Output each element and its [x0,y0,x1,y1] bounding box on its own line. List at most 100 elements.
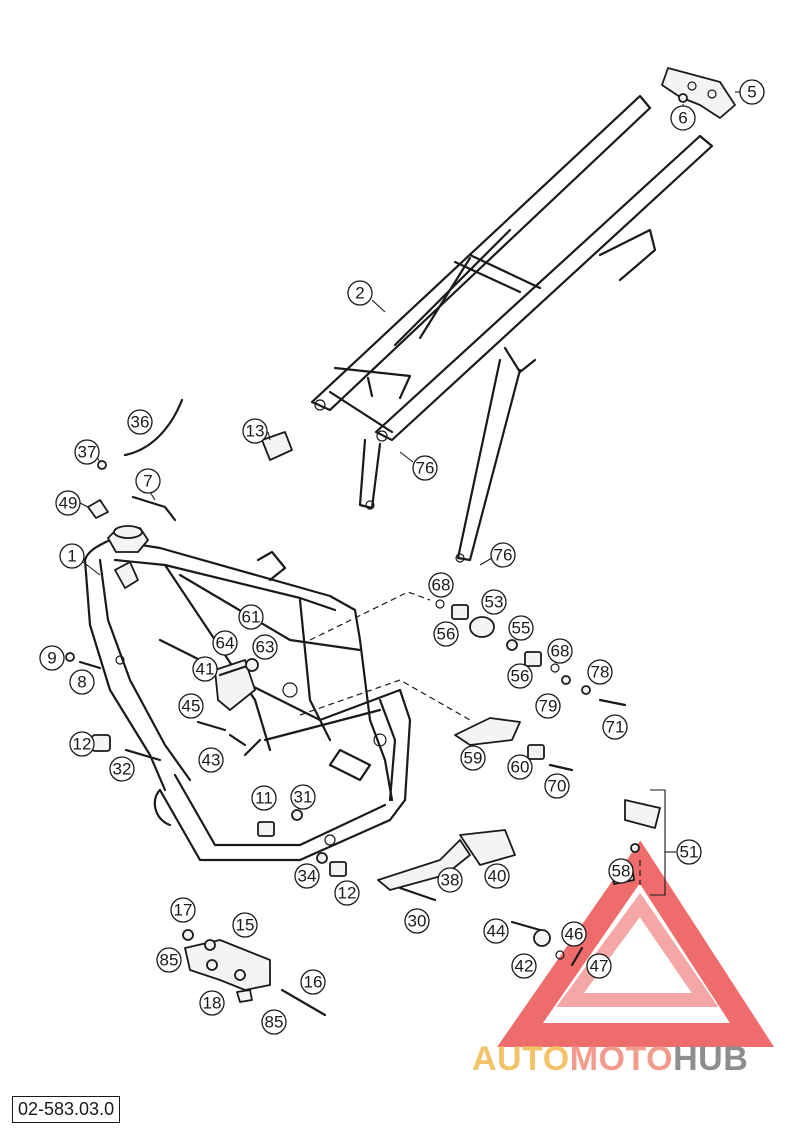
callout-37: 37 [74,439,101,465]
svg-text:42: 42 [515,957,534,976]
svg-text:17: 17 [174,901,193,920]
callout-76a: 76 [399,451,438,481]
svg-text:30: 30 [408,912,427,931]
svg-text:7: 7 [143,472,152,491]
callout-6: 6 [670,104,696,131]
callout-45: 45 [178,693,204,719]
svg-text:2: 2 [355,284,364,303]
svg-text:32: 32 [113,760,132,779]
callout-59: 59 [460,745,486,771]
svg-text:31: 31 [294,788,313,807]
svg-text:59: 59 [464,749,483,768]
svg-text:13: 13 [246,422,265,441]
callout-31: 31 [290,784,316,810]
callout-12a: 12 [69,731,95,757]
callout-41: 41 [192,656,218,682]
ref-line-lower [299,679,471,721]
svg-text:78: 78 [591,663,610,682]
svg-text:44: 44 [487,922,506,941]
callout-38: 38 [437,867,463,893]
callout-15: 15 [232,912,258,938]
ref-line-upper [309,591,431,641]
callout-51: 51 [650,789,702,896]
watermark-hub: HUB [673,1040,749,1078]
svg-text:47: 47 [590,957,609,976]
callout-76b: 76 [479,542,516,568]
callout-56b: 56 [507,663,533,689]
svg-text:12: 12 [73,735,92,754]
svg-text:41: 41 [196,660,215,679]
callout-56a: 56 [433,621,459,647]
callout-47: 47 [586,953,612,979]
rear-bracket [661,67,736,119]
svg-text:53: 53 [485,593,504,612]
callout-16: 16 [300,969,326,995]
callout-60: 60 [507,754,533,780]
callout-44: 44 [483,918,509,944]
svg-text:56: 56 [511,667,530,686]
svg-text:51: 51 [680,843,699,862]
svg-text:63: 63 [256,638,275,657]
hose-36 [123,398,184,457]
svg-text:43: 43 [202,751,221,770]
svg-text:79: 79 [539,697,558,716]
svg-text:34: 34 [298,867,317,886]
svg-text:61: 61 [242,608,261,627]
svg-text:55: 55 [512,619,531,638]
callout-34: 34 [294,863,320,889]
callout-61: 61 [238,604,264,630]
callout-42: 42 [511,953,537,979]
callout-68b: 68 [547,638,573,664]
callout-68a: 68 [428,572,454,598]
svg-text:18: 18 [203,994,222,1013]
svg-text:85: 85 [265,1013,284,1032]
callout-58: 58 [608,858,634,884]
svg-text:64: 64 [216,634,235,653]
callout-13: 13 [242,418,271,444]
callout-70: 70 [544,773,570,799]
svg-text:76: 76 [416,459,435,478]
svg-text:70: 70 [548,777,567,796]
svg-text:46: 46 [565,925,584,944]
svg-text:40: 40 [488,867,507,886]
bolt-6 [678,93,688,103]
svg-text:85: 85 [160,951,179,970]
callouts: 5 6 2 13 36 37 7 49 76 76 1 68 53 61 64 … [39,79,765,1035]
svg-text:5: 5 [747,83,756,102]
callout-12b: 12 [334,880,360,906]
svg-text:37: 37 [78,443,97,462]
svg-text:12: 12 [338,884,357,903]
watermark-logo [497,840,775,1047]
svg-text:68: 68 [551,642,570,661]
callout-18: 18 [199,990,225,1016]
callout-63: 63 [252,634,278,660]
callout-49: 49 [55,490,89,516]
svg-text:38: 38 [441,871,460,890]
callout-46: 46 [561,921,587,947]
svg-text:60: 60 [511,758,530,777]
svg-text:9: 9 [47,649,56,668]
svg-text:8: 8 [77,673,86,692]
callout-2: 2 [347,280,386,313]
rear-subframe [310,94,714,563]
svg-text:49: 49 [59,494,78,513]
callout-53: 53 [481,589,507,615]
callout-9: 9 [39,645,65,671]
callout-78: 78 [587,659,613,685]
callout-43: 43 [198,747,224,773]
callout-71: 71 [602,714,628,740]
callout-11: 11 [251,785,277,811]
watermark-auto: AUTO [472,1040,570,1078]
svg-text:1: 1 [67,547,76,566]
watermark-text: AUTOMOTOHUB [472,1040,748,1079]
svg-text:45: 45 [182,697,201,716]
callout-36: 36 [127,409,153,435]
callout-79: 79 [535,693,561,719]
callout-30: 30 [404,908,430,934]
callout-32: 32 [109,756,135,782]
callout-85a: 85 [156,947,182,973]
callout-8: 8 [69,669,95,695]
svg-text:56: 56 [437,625,456,644]
svg-text:16: 16 [304,973,323,992]
